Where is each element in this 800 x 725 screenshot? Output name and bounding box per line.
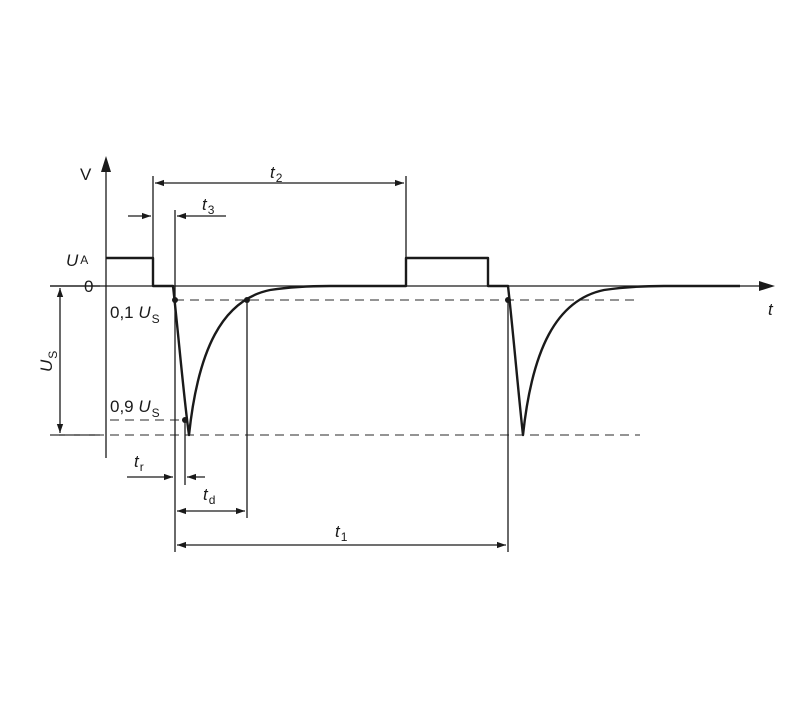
tr-label: tr [134, 452, 144, 474]
t1-label: t1 [335, 522, 348, 544]
t2-label: t2 [270, 163, 283, 185]
us-90-percent-label: 0,9 US [110, 397, 160, 420]
waveform [106, 256, 740, 437]
y-axis-unit: V [80, 165, 92, 184]
us-10-percent-label: 0,1 US [110, 303, 160, 326]
x-axis-arrow [759, 281, 775, 291]
x-axis-label: t [768, 300, 774, 319]
t3-label: t3 [202, 195, 215, 217]
td-label: td [203, 485, 215, 507]
us-label: US [37, 351, 60, 372]
y-axis-arrow [101, 156, 111, 172]
